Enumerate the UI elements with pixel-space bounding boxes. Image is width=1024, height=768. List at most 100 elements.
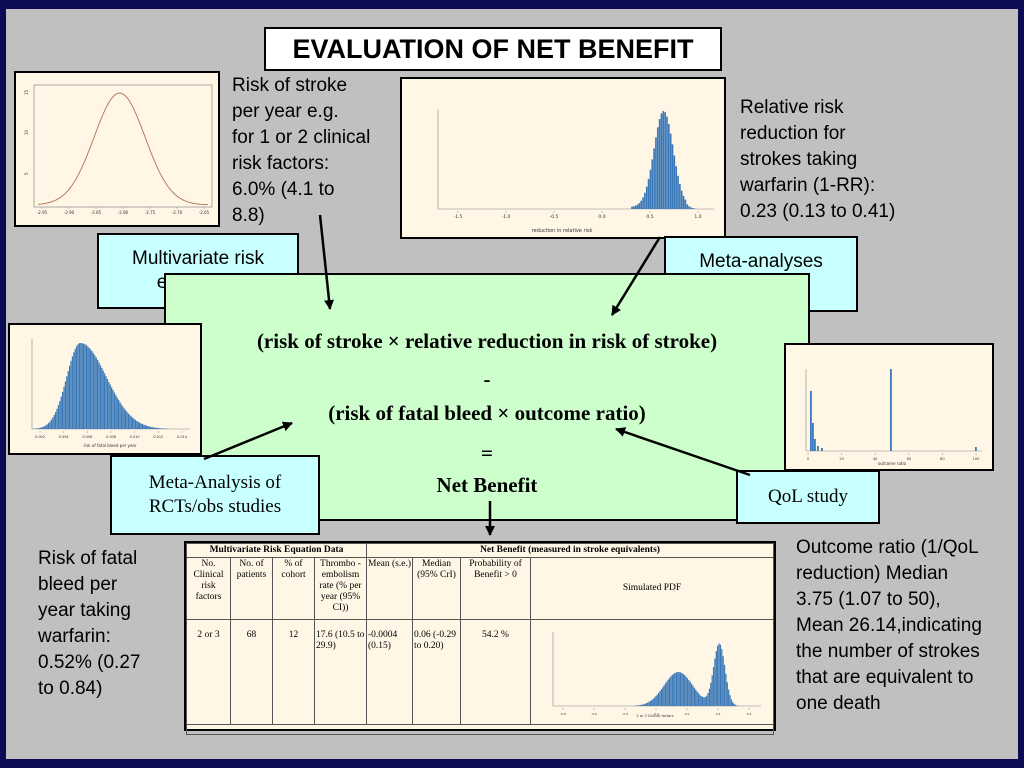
- histogram-bar: [49, 421, 51, 429]
- histogram-bar: [132, 417, 134, 429]
- histogram-bar: [77, 344, 79, 429]
- histogram-bar: [696, 691, 698, 706]
- histogram-bar: [98, 362, 100, 429]
- histogram-bar: [814, 439, 816, 451]
- histogram-bar: [155, 427, 158, 429]
- histogram-bar: [84, 344, 86, 429]
- x-axis-label: outcome ratio: [878, 461, 907, 466]
- histogram-bar: [671, 674, 673, 706]
- histogram-bar: [648, 701, 650, 706]
- histogram-bar: [636, 204, 639, 209]
- tick-label: -0.4: [622, 712, 628, 716]
- histogram-bar: [151, 427, 153, 429]
- histogram-bar: [655, 137, 657, 209]
- histogram-bar: [69, 365, 71, 429]
- histogram-bar: [656, 694, 658, 706]
- table-header: No. of patients: [230, 557, 273, 620]
- histogram-bar: [640, 200, 643, 209]
- histogram-bar: [127, 413, 130, 429]
- histogram-bar: [655, 696, 657, 706]
- histogram-bar: [141, 424, 144, 429]
- histogram-bar: [60, 396, 62, 429]
- outcome-note: Outcome ratio (1/QoL reduction) Median 3…: [796, 537, 982, 714]
- histogram-bar: [666, 681, 668, 706]
- table-cell: 54.2 %: [460, 619, 531, 725]
- histogram-bar: [714, 658, 716, 706]
- histogram-bar: [644, 703, 646, 706]
- x-axis-label: risk of fatal bleed per year: [83, 443, 136, 448]
- histogram-bar: [708, 688, 711, 706]
- histogram-bar: [690, 207, 692, 209]
- histogram-bar: [83, 343, 85, 429]
- equation-equals: =: [481, 441, 493, 465]
- tick-label: -2.80: [118, 210, 129, 215]
- tick-label: 0.002: [35, 435, 45, 439]
- histogram-bar: [647, 702, 649, 706]
- histogram-bar: [715, 651, 717, 706]
- histogram-bar: [91, 351, 93, 429]
- histogram-bar: [106, 379, 109, 429]
- histogram-bar: [108, 381, 110, 429]
- histogram-bar: [677, 672, 679, 706]
- histogram-bar: [137, 421, 139, 429]
- histogram-bar: [701, 696, 704, 706]
- histogram-bar: [112, 389, 114, 429]
- histogram-bar: [729, 695, 731, 706]
- results-table: Multivariate Risk Equation Data Net Bene…: [184, 541, 776, 735]
- histogram-bar: [675, 166, 678, 209]
- histogram-bar: [651, 159, 654, 209]
- histogram-bar: [46, 424, 48, 429]
- histogram-bar: [726, 682, 728, 706]
- histogram-bar: [95, 357, 97, 429]
- histogram-bar: [719, 644, 722, 706]
- histogram-bar: [63, 386, 65, 429]
- histogram-bar: [645, 703, 647, 706]
- histogram-bar: [638, 705, 641, 706]
- histogram-bar: [55, 412, 57, 429]
- histogram-bar: [659, 691, 661, 706]
- histogram-bar: [673, 155, 676, 209]
- histogram-bar: [160, 428, 162, 429]
- tick-label: 0.014: [177, 435, 188, 439]
- histogram-bar: [136, 420, 138, 429]
- tick-label: 80: [940, 457, 944, 461]
- histogram-bar: [653, 148, 655, 209]
- histogram-bar: [50, 419, 53, 429]
- tick-label: 0.0: [598, 214, 605, 220]
- histogram-bar: [85, 345, 88, 429]
- histogram-bar: [134, 419, 137, 429]
- histogram-bar: [890, 369, 892, 451]
- arrow-bleed: [203, 421, 293, 461]
- histogram-bar: [706, 695, 708, 706]
- histogram-bar: [712, 666, 715, 706]
- histogram-bar: [48, 423, 50, 429]
- histogram-bar: [692, 685, 694, 706]
- histogram-bar: [647, 178, 650, 209]
- histogram-bar: [67, 370, 69, 429]
- histogram-bar: [689, 681, 691, 706]
- histogram-bar: [642, 704, 645, 706]
- histogram-bar: [688, 206, 690, 209]
- equation-minus: -: [483, 367, 491, 391]
- table-header: Thrombo - embolism rate (% per year (95%…: [314, 557, 367, 620]
- histogram-bar: [126, 411, 128, 429]
- histogram-bar: [150, 426, 152, 429]
- histogram-bar: [119, 402, 121, 429]
- histogram-bar: [76, 346, 78, 429]
- tick-label: -2.90: [64, 210, 75, 215]
- histogram-bar: [631, 206, 633, 209]
- histogram-bar: [700, 696, 702, 706]
- histogram-bar: [80, 343, 82, 429]
- histogram-bar: [664, 683, 667, 706]
- table-cell: 68: [230, 619, 273, 725]
- histogram-bar: [45, 425, 47, 429]
- histogram-bar: [38, 428, 40, 429]
- tick-label: 0: [807, 457, 809, 461]
- histogram-bar: [732, 702, 734, 706]
- histogram-bar: [686, 204, 689, 209]
- tick-label: -0.2: [653, 712, 659, 716]
